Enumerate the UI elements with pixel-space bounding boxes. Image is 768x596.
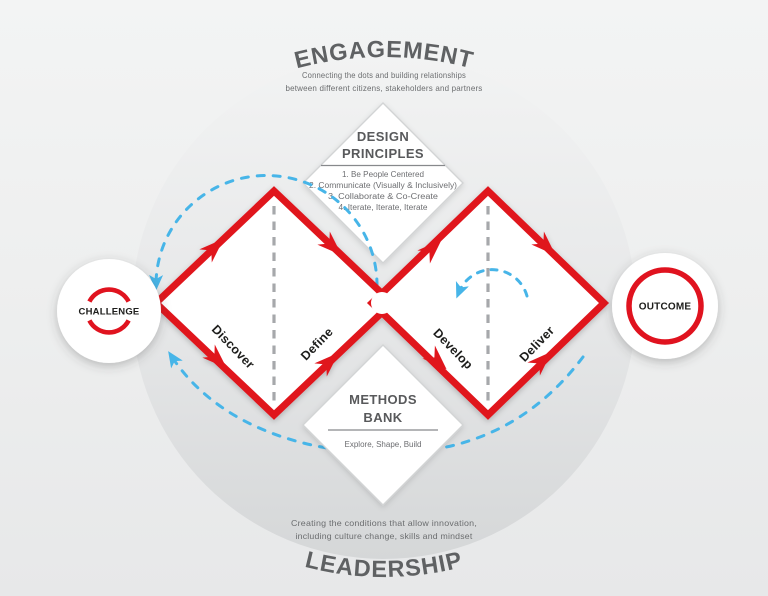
engagement-subtitle-line1: Connecting the dots and building relatio… (302, 70, 466, 80)
design-principles-diamond: DESIGN PRINCIPLES 1. Be People Centered … (302, 102, 464, 264)
challenge-label: CHALLENGE (79, 307, 140, 318)
challenge-ring-top (87, 287, 131, 303)
iteration-arc-top (149, 174, 379, 291)
flow-arrowhead (527, 351, 552, 376)
flow-arrowhead (422, 345, 447, 370)
design-principle-item: 4. Iterate, Iterate, Iterate (339, 203, 429, 212)
challenge-node: CHALLENGE (57, 259, 161, 363)
flow-arrowhead (531, 231, 556, 256)
flow-arrowhead (314, 352, 339, 377)
challenge-circle (57, 259, 161, 363)
iteration-arc-small (455, 268, 529, 299)
methods-bank-subtitle: Explore, Shape, Build (345, 440, 422, 449)
challenge-ring-bottom (87, 319, 131, 335)
center-dot (371, 292, 393, 314)
outcome-ring (626, 267, 704, 345)
flow-arrowhead (202, 344, 227, 369)
methods-bank-title-line1: METHODS (349, 392, 417, 407)
design-principle-item: 3. Collaborate & Co-Create (328, 192, 439, 201)
methods-bank-title-line2: BANK (363, 410, 402, 425)
flow-arrowhead (199, 238, 224, 263)
methods-bank-shape (302, 344, 464, 506)
design-principle-item: 2. Communicate (Visually & Inclusively) (309, 181, 457, 190)
methods-bank-diamond: METHODS BANK Explore, Shape, Build (302, 344, 464, 506)
design-principles-title-line2: PRINCIPLES (342, 146, 424, 161)
leadership-subtitle-line1: Creating the conditions that allow innov… (291, 518, 477, 528)
engagement-subtitle-line2: between different citizens, stakeholders… (286, 83, 483, 93)
design-principle-item: 1. Be People Centered (342, 170, 424, 179)
leadership-subtitle-line2: including culture change, skills and min… (296, 531, 473, 541)
outcome-label: OUTCOME (639, 302, 692, 313)
design-principles-title-line1: DESIGN (357, 129, 409, 144)
outcome-node: OUTCOME (612, 253, 718, 359)
flow-arrowhead (417, 239, 442, 264)
flow-arrowhead (317, 231, 342, 256)
design-principles-shape (302, 102, 464, 264)
